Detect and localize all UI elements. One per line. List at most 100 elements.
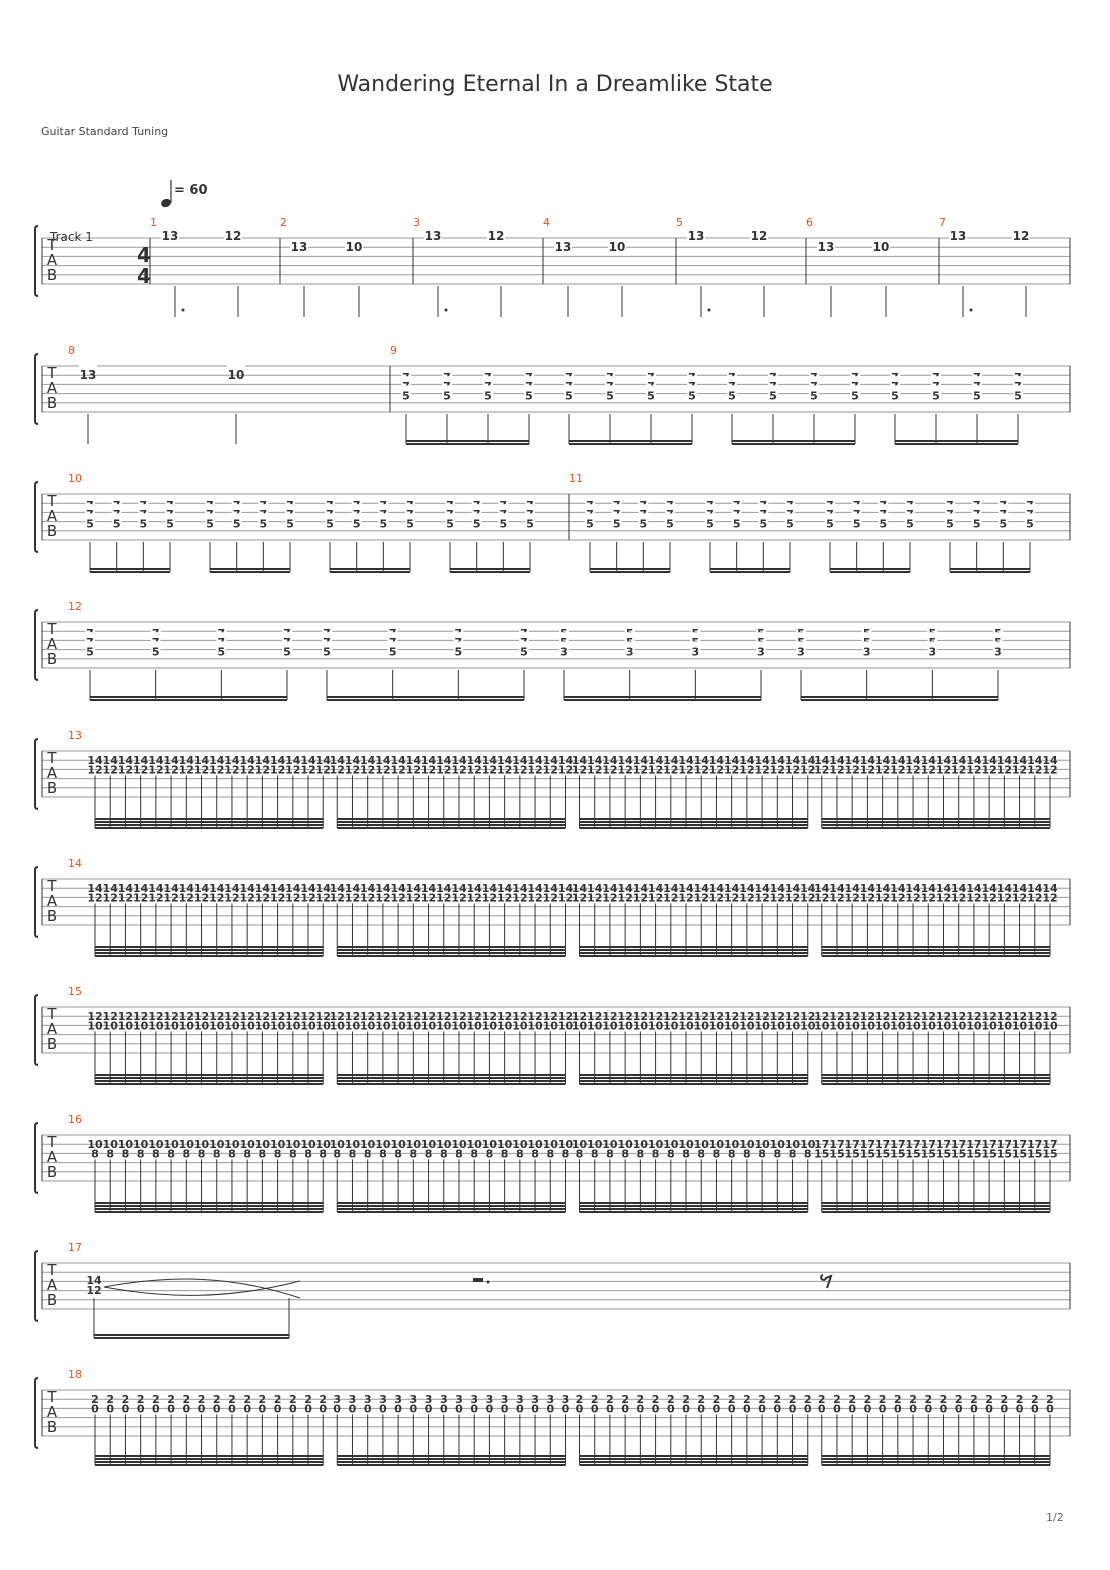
fret-number: 10 (785, 1019, 801, 1032)
fret-bg (258, 495, 269, 504)
fret-number: 2 (940, 1393, 948, 1406)
fret-bg (387, 641, 398, 651)
fret-number: 12 (497, 1010, 512, 1023)
fret-bg (971, 495, 982, 504)
fret-number: 14 (1027, 754, 1043, 767)
fret-bg (690, 641, 701, 651)
fret-number: 12 (209, 1010, 224, 1023)
fret-number: 12 (133, 763, 148, 776)
fret-number: 0 (243, 1402, 251, 1415)
fret-number: 0 (909, 1402, 917, 1415)
fret-number: 13 (291, 240, 308, 254)
fret-bg (945, 495, 955, 504)
fret-bg (945, 504, 955, 514)
fret-number: 10 (451, 1019, 467, 1032)
fret-bg (756, 623, 766, 632)
fret-number: 10 (724, 1138, 740, 1151)
fret-number: 12 (587, 891, 602, 904)
fret-number: 12 (163, 763, 178, 776)
fret-number: 3 (692, 645, 700, 658)
fret-number: 5 (260, 517, 268, 530)
fret-number: 10 (482, 1138, 498, 1151)
fret-number: 10 (148, 1019, 164, 1032)
fret-number: 0 (637, 1402, 645, 1415)
fret-number: 10 (512, 1019, 528, 1032)
fret-number: 12 (451, 891, 466, 904)
fret-number: 10 (602, 1138, 618, 1151)
fret-number: 5 (443, 389, 451, 402)
fret-bg (524, 376, 534, 386)
fret-number: 8 (198, 1147, 206, 1160)
fret-bg (872, 241, 890, 253)
fret-bg (608, 241, 626, 253)
fret-number: 12 (921, 763, 936, 776)
fret-number: 14 (118, 882, 134, 895)
fret-number: 2 (606, 1393, 614, 1406)
fret-number: 2 (667, 1393, 675, 1406)
fret-number: 0 (758, 1402, 766, 1415)
fret-bg (1025, 513, 1035, 523)
fret-bg (525, 504, 535, 514)
fret-number: 15 (1042, 1147, 1057, 1160)
fret-number: 2 (985, 1393, 993, 1406)
fret-bg (796, 632, 806, 642)
fret-number: 12 (406, 891, 421, 904)
fret-number: 12 (709, 763, 724, 776)
fret-number: 0 (1046, 1402, 1054, 1415)
fret-number: 14 (648, 754, 664, 767)
fret-number: 0 (773, 1402, 781, 1415)
fret-number: 8 (243, 1147, 251, 1160)
fret-number: 0 (304, 1402, 312, 1415)
fret-bg (453, 641, 464, 651)
fret-number: 14 (118, 754, 134, 767)
eighth-rest-icon (820, 1274, 833, 1289)
fret-number: 12 (148, 1010, 163, 1023)
tab-clef-letter: T (46, 1133, 57, 1151)
fret-bg (585, 504, 595, 514)
fret-number: 12 (497, 891, 512, 904)
fret-bg (85, 641, 95, 651)
fret-number: 12 (572, 1010, 587, 1023)
fret-number: 10 (905, 1019, 921, 1032)
fret-bg (878, 513, 889, 523)
fret-number: 12 (981, 763, 996, 776)
fret-number: 2 (682, 1393, 690, 1406)
fret-number: 12 (602, 891, 617, 904)
fret-number: 3 (863, 645, 871, 658)
fret-number: 3 (501, 1393, 509, 1406)
fret-number: 12 (875, 891, 890, 904)
fret-bg (525, 513, 535, 523)
fret-number: 10 (163, 1019, 179, 1032)
fret-number: 5 (402, 389, 410, 402)
fret-number: 3 (626, 645, 634, 658)
system-bracket (34, 1377, 39, 1449)
fret-number: 10 (981, 1019, 997, 1032)
fret-number: 10 (179, 1019, 195, 1032)
fret-number: 3 (560, 645, 568, 658)
fret-number: 10 (709, 1019, 725, 1032)
fret-number: 5 (810, 389, 818, 402)
fret-bg (559, 641, 569, 651)
fret-number: 14 (87, 882, 103, 895)
fret-number: 0 (167, 1402, 175, 1415)
fret-number: 2 (213, 1393, 221, 1406)
fret-number: 14 (224, 754, 240, 767)
fret-number: 14 (860, 882, 876, 895)
fret-number: 0 (804, 1402, 812, 1415)
fret-number: 0 (562, 1402, 570, 1415)
fret-number: 12 (224, 891, 239, 904)
fret-number: 14 (87, 754, 103, 767)
fret-number: 12 (300, 891, 315, 904)
fret-number: 14 (148, 882, 164, 895)
fret-number: 10 (617, 1019, 633, 1032)
fret-number: 8 (743, 1147, 751, 1160)
fret-number: 2 (1046, 1393, 1054, 1406)
dotted-half-rest-icon (473, 1278, 483, 1282)
fret-number: 12 (966, 763, 981, 776)
fret-number: 3 (425, 1393, 433, 1406)
fret-number: 2 (728, 1393, 736, 1406)
fret-number: 12 (770, 1010, 785, 1023)
fret-number: 8 (606, 1147, 614, 1160)
fret-bg (1012, 230, 1030, 242)
fret-number: 14 (360, 754, 376, 767)
